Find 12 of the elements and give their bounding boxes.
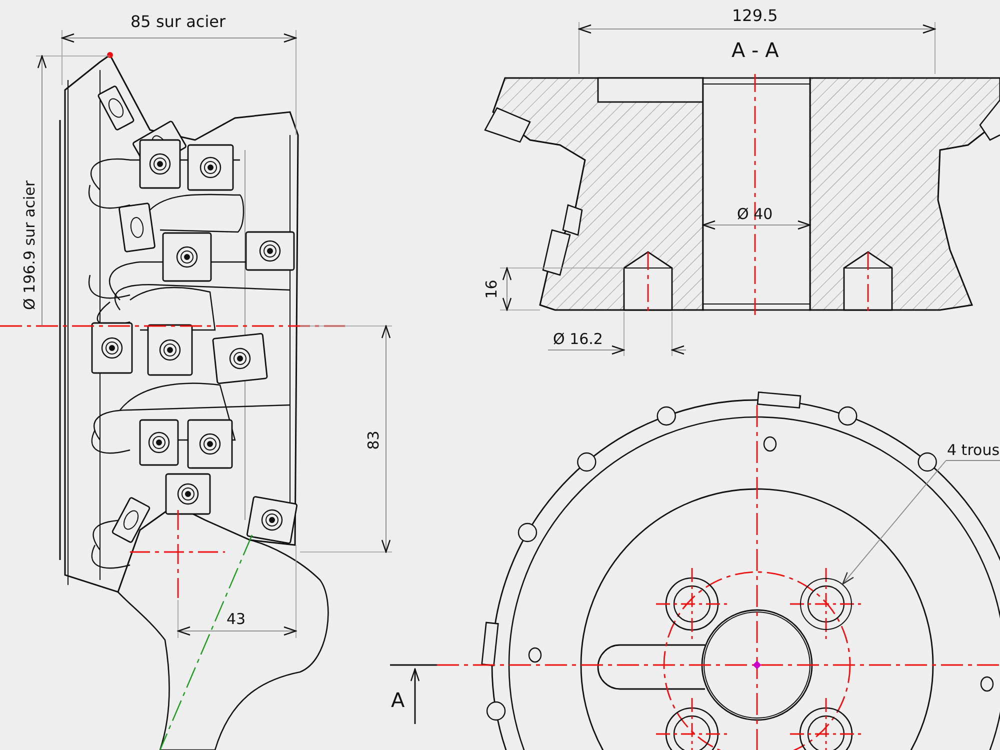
dimension-label: 43 [226, 610, 246, 627]
dimension-label: Ø 16.2 [553, 330, 603, 347]
dimension-label: 83 [364, 430, 382, 450]
callout-label: 4 trous [947, 442, 1000, 458]
leader-line [842, 460, 1000, 585]
section-label: A [391, 689, 405, 711]
dimension-label: 129.5 [732, 7, 778, 25]
dimension-label: 16 [482, 279, 500, 298]
dimension-label: Ø 196.9 sur acier [22, 180, 38, 310]
dimension-label: 85 sur acier [130, 13, 226, 31]
hole-circle [800, 578, 852, 630]
section-label: A - A [732, 39, 779, 61]
